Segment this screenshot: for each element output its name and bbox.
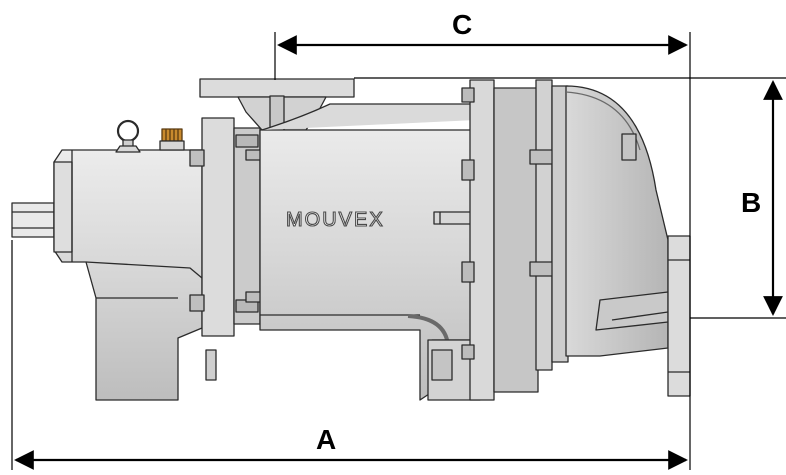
breather-cap	[159, 128, 185, 151]
gearbox-housing	[53, 119, 217, 401]
dimension-label-a: A	[316, 424, 336, 455]
pump-casing	[259, 103, 483, 401]
bearing-bracket	[461, 79, 569, 401]
dimension-lines	[11, 32, 786, 470]
dimension-label-c: C	[452, 9, 472, 40]
brand-logo: MOUVEX	[286, 209, 385, 231]
input-shaft	[11, 202, 55, 238]
intermediate-flange	[189, 117, 263, 337]
outlet-flange	[667, 235, 691, 397]
dimension-label-b: B	[741, 187, 761, 218]
pump-assembly	[11, 78, 691, 401]
front-cover-dome	[565, 85, 669, 357]
lifting-eye	[115, 119, 141, 153]
